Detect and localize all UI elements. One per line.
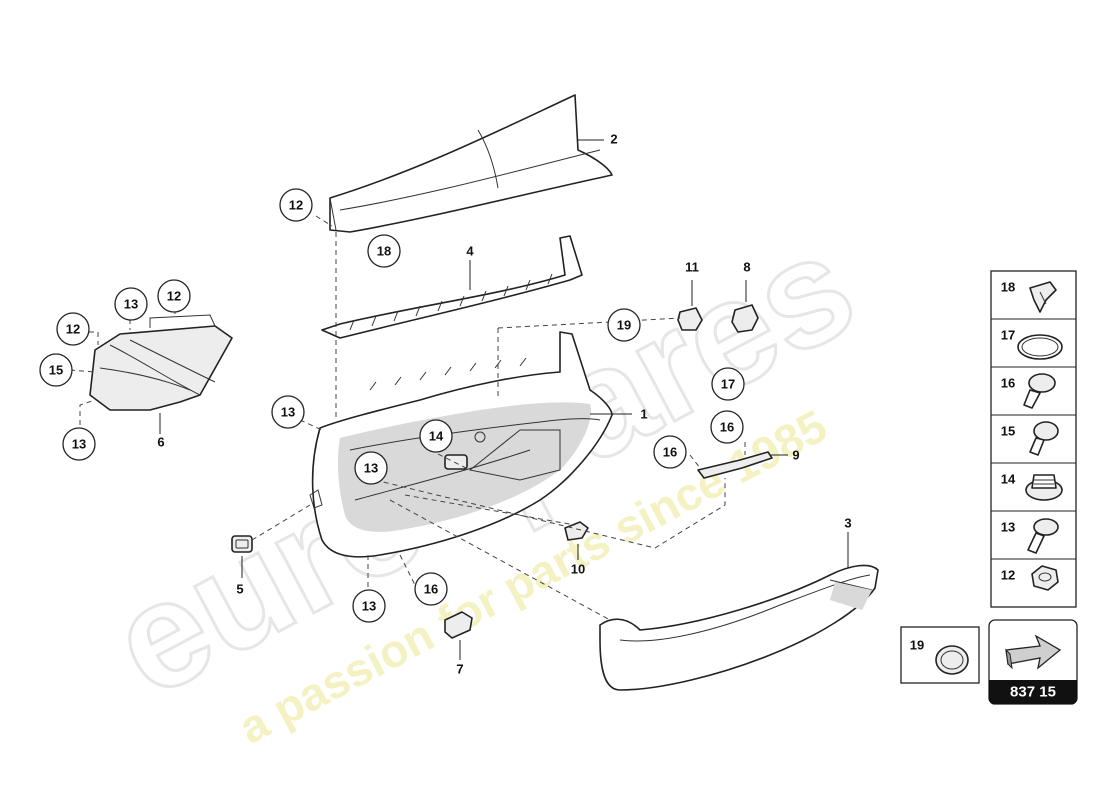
legend-number: 13	[1001, 520, 1015, 535]
hex-nut-icon	[1031, 565, 1059, 591]
part-number-2: 2	[610, 132, 617, 147]
part-11-nut	[677, 307, 703, 331]
callout-16-bottom[interactable]: 16	[414, 572, 448, 606]
fastener-legend: 18 17 16 15	[990, 270, 1077, 608]
legend-row-18[interactable]: 18	[1001, 280, 1057, 313]
ring-seal-icon	[1017, 334, 1063, 360]
part-5-switch	[231, 535, 253, 553]
part-number-4: 4	[466, 244, 474, 259]
callout-15[interactable]: 15	[39, 353, 73, 387]
diagram-reference-box: 837 15	[988, 619, 1078, 705]
legend-number: 14	[1001, 472, 1016, 487]
callout-label: 16	[720, 420, 734, 435]
part-number-10: 10	[571, 562, 585, 577]
callout-13-left-b[interactable]: 13	[62, 427, 96, 461]
legend-row-19[interactable]: 19	[900, 626, 980, 684]
callout-16-right[interactable]: 16	[710, 410, 744, 444]
legend-number: 18	[1001, 280, 1015, 295]
callout-label: 16	[424, 582, 438, 597]
part-8-cap	[731, 304, 759, 333]
legend-row-15[interactable]: 15	[1001, 421, 1059, 456]
callout-label: 12	[66, 322, 80, 337]
pan-head-screw-icon	[1023, 373, 1056, 409]
callout-label: 13	[364, 461, 378, 476]
grommet-icon	[935, 645, 969, 675]
part-number-7: 7	[456, 662, 463, 677]
part-number-1: 1	[640, 407, 647, 422]
callout-12-left-a[interactable]: 12	[56, 312, 90, 346]
legend-number: 16	[1001, 376, 1015, 391]
legend-number: 19	[910, 638, 924, 653]
clip-icon	[1029, 281, 1057, 313]
callout-label: 13	[124, 297, 138, 312]
callout-17[interactable]: 17	[711, 367, 745, 401]
callout-18[interactable]: 18	[367, 234, 401, 268]
round-head-screw-icon	[1029, 421, 1059, 456]
part-4-clip-strip	[321, 235, 583, 339]
part-3-sill-trim	[599, 564, 879, 691]
flange-screw-icon	[1027, 518, 1059, 554]
part-10-clip	[564, 521, 589, 541]
part-number-11: 11	[685, 260, 699, 275]
callout-13-mid-b[interactable]: 13	[354, 451, 388, 485]
callout-16-mid[interactable]: 16	[653, 435, 687, 469]
legend-number: 12	[1001, 568, 1015, 583]
legend-row-16[interactable]: 16	[1001, 373, 1056, 409]
part-number-8: 8	[743, 260, 750, 275]
leader-lines	[159, 139, 849, 660]
callout-14[interactable]: 14	[419, 419, 453, 453]
legend-row-13[interactable]: 13	[1001, 518, 1059, 554]
legend-number: 17	[1001, 328, 1015, 343]
legend-row-17[interactable]: 17	[1001, 328, 1063, 360]
part-9-bracket	[697, 451, 773, 479]
part-7-clip	[444, 611, 473, 639]
spring-nut-icon	[1025, 474, 1063, 501]
callout-13-left-a[interactable]: 13	[114, 287, 148, 321]
callout-label: 18	[377, 244, 391, 259]
callout-label: 12	[289, 198, 303, 213]
diagram-code: 837 15	[1010, 684, 1056, 701]
callout-label: 14	[429, 429, 444, 444]
callout-19[interactable]: 19	[607, 308, 641, 342]
part-number-9: 9	[792, 448, 799, 463]
callout-label: 15	[49, 363, 63, 378]
callout-13-mid-a[interactable]: 13	[271, 395, 305, 429]
callout-label: 17	[721, 377, 735, 392]
part-number-3: 3	[844, 516, 851, 531]
legend-row-14[interactable]: 14	[1001, 472, 1063, 501]
legend-number: 15	[1001, 424, 1015, 439]
legend-row-12[interactable]: 12	[1001, 565, 1059, 591]
callout-13-bottom[interactable]: 13	[352, 589, 386, 623]
callout-label: 13	[281, 405, 295, 420]
part-number-6: 6	[157, 435, 164, 450]
part-number-5: 5	[236, 582, 243, 597]
part-6-side-pocket	[89, 314, 233, 411]
callout-label: 19	[617, 318, 631, 333]
callout-12-top[interactable]: 12	[279, 188, 313, 222]
callout-label: 16	[663, 445, 677, 460]
arrow-icon	[1005, 634, 1062, 670]
part-2-upper-trim	[329, 94, 613, 233]
callout-12-left-b[interactable]: 12	[157, 279, 191, 313]
callout-label: 13	[72, 437, 86, 452]
callout-label: 13	[362, 599, 376, 614]
callout-label: 12	[167, 289, 181, 304]
